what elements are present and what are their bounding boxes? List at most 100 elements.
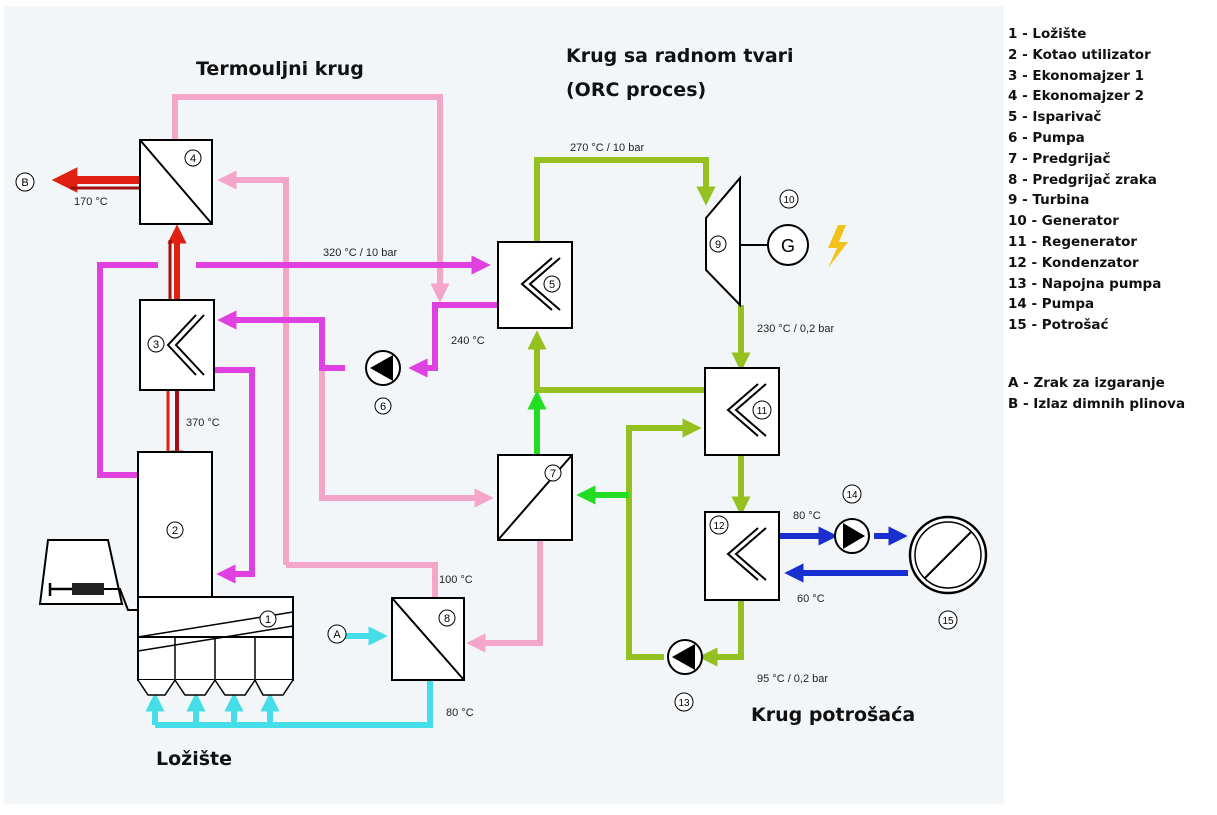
svg-text:8: 8 [444, 613, 450, 625]
lightning-icon [828, 225, 848, 268]
marker-3: 3 [147, 335, 165, 353]
label-95c: 95 °C / 0,2 bar [757, 673, 828, 685]
label-320c: 320 °C / 10 bar [323, 247, 397, 259]
label-230c: 230 °C / 0,2 bar [757, 323, 835, 335]
component-13-feed-pump [667, 639, 703, 675]
pink-line-to-7 [319, 320, 494, 508]
legend: 1 - Ložište 2 - Kotao utilizator 3 - Eko… [1008, 24, 1213, 415]
marker-14: 14 [842, 484, 862, 504]
legend-item: 6 - Pumpa [1008, 129, 1085, 146]
marker-4: 4 [184, 149, 202, 167]
pink-oil-lines [172, 94, 543, 653]
marker-11: 11 [752, 400, 772, 420]
legend-item: 4 - Ekonomajzer 2 [1008, 88, 1144, 105]
temperature-labels: 270 °C / 10 bar 320 °C / 10 bar 240 °C 1… [74, 142, 835, 719]
green-line-13-to-11 [626, 418, 702, 660]
label-80c-top: 80 °C [793, 510, 821, 522]
marker-10: 10 [779, 189, 799, 209]
legend-item: 11 - Regenerator [1008, 233, 1138, 250]
legend-item: 1 - Ložište [1008, 26, 1087, 42]
component-15-consumer [908, 515, 988, 595]
green-line-5-to-9 [534, 157, 716, 242]
legend-item: 12 - Kondenzator [1008, 254, 1139, 271]
legend-item: 8 - Predgrijač zraka [1008, 171, 1157, 188]
legend-item: 3 - Ekonomajzer 1 [1008, 67, 1144, 84]
marker-12: 12 [709, 515, 729, 535]
legend-item: 9 - Turbina [1008, 192, 1090, 209]
magenta-line-6-to-3 [217, 310, 345, 371]
svg-text:12: 12 [713, 521, 725, 532]
component-markers: 1 2 3 4 5 6 7 8 9 10 11 12 13 14 15 A B [15, 149, 958, 712]
magenta-oil-lines [97, 255, 498, 584]
label-100c: 100 °C [439, 574, 473, 586]
legend-item: 13 - Napojna pumpa [1008, 275, 1162, 292]
bright-green-lines [527, 390, 629, 505]
svg-text:5: 5 [549, 279, 555, 291]
title-thermal-oil: Termouljni krug [196, 58, 364, 80]
label-240c: 240 °C [451, 335, 485, 347]
svg-text:B: B [21, 177, 28, 189]
legend-item: 7 - Predgrijač [1008, 150, 1111, 167]
title-consumer: Krug potrošaća [751, 704, 915, 726]
magenta-line-left [97, 262, 158, 478]
svg-text:1: 1 [265, 614, 271, 626]
marker-7: 7 [544, 464, 562, 482]
marker-1: 1 [259, 610, 277, 628]
svg-text:10: 10 [783, 195, 795, 206]
component-1-furnace [38, 539, 294, 696]
component-8-air-preheater [391, 597, 465, 681]
section-titles: Termouljni krug Krug sa radnom tvari (OR… [156, 45, 915, 770]
svg-text:3: 3 [153, 339, 159, 351]
marker-8: 8 [438, 609, 456, 627]
pink-line-4-to-5 [172, 94, 450, 303]
svg-text:11: 11 [757, 406, 768, 417]
marker-5: 5 [543, 275, 561, 293]
legend-item: 5 - Isparivač [1008, 109, 1102, 126]
svg-text:6: 6 [380, 401, 386, 413]
component-7-preheater [497, 454, 573, 541]
pink-line-7-to-8 [466, 540, 543, 653]
label-270c: 270 °C / 10 bar [570, 142, 644, 154]
legend-item: 2 - Kotao utilizator [1008, 46, 1151, 63]
label-60c: 60 °C [797, 593, 825, 605]
component-10-generator: G [767, 224, 809, 266]
legend-item: 15 - Potrošać [1008, 317, 1109, 334]
magenta-line-5-to-6 [408, 302, 498, 378]
component-6-pump [365, 350, 401, 386]
title-orc-line2: (ORC proces) [566, 79, 706, 101]
marker-9: 9 [709, 235, 727, 253]
green-line-12-to-13 [698, 600, 744, 667]
green-line-11-to-5 [527, 330, 705, 393]
marker-2: 2 [166, 521, 184, 539]
marker-13: 13 [674, 692, 694, 712]
label-370c: 370 °C [186, 417, 220, 429]
svg-text:2: 2 [172, 525, 178, 537]
marker-6: 6 [374, 397, 392, 415]
component-5-evaporator [497, 241, 573, 329]
blue-consumer-lines [780, 526, 908, 583]
pink-line-100c [286, 562, 438, 598]
marker-b: B [15, 172, 35, 192]
label-80c-bottom: 80 °C [446, 707, 474, 719]
svg-text:A: A [333, 629, 341, 641]
legend-item: 10 - Generator [1008, 213, 1119, 230]
title-orc-line1: Krug sa radnom tvari [566, 45, 794, 67]
magenta-line-3-to-2 [214, 367, 255, 584]
legend-item: 14 - Pumpa [1008, 296, 1095, 313]
red-flue-lines [51, 167, 187, 464]
marker-a: A [327, 624, 347, 644]
svg-text:13: 13 [678, 698, 690, 709]
label-170c: 170 °C [74, 196, 108, 208]
title-furnace: Ložište [156, 748, 232, 770]
legend-spacer [1008, 336, 1213, 373]
svg-text:7: 7 [550, 468, 556, 480]
legend-item-b: B - Izlaz dimnih plinova [1008, 395, 1186, 412]
svg-text:15: 15 [942, 616, 954, 627]
pink-line-8-to-4 [217, 170, 289, 565]
component-4-economizer-2 [139, 139, 213, 225]
cyan-air-bottom [155, 680, 433, 728]
green-orc-lines [527, 157, 751, 667]
component-14-pump [834, 518, 870, 554]
